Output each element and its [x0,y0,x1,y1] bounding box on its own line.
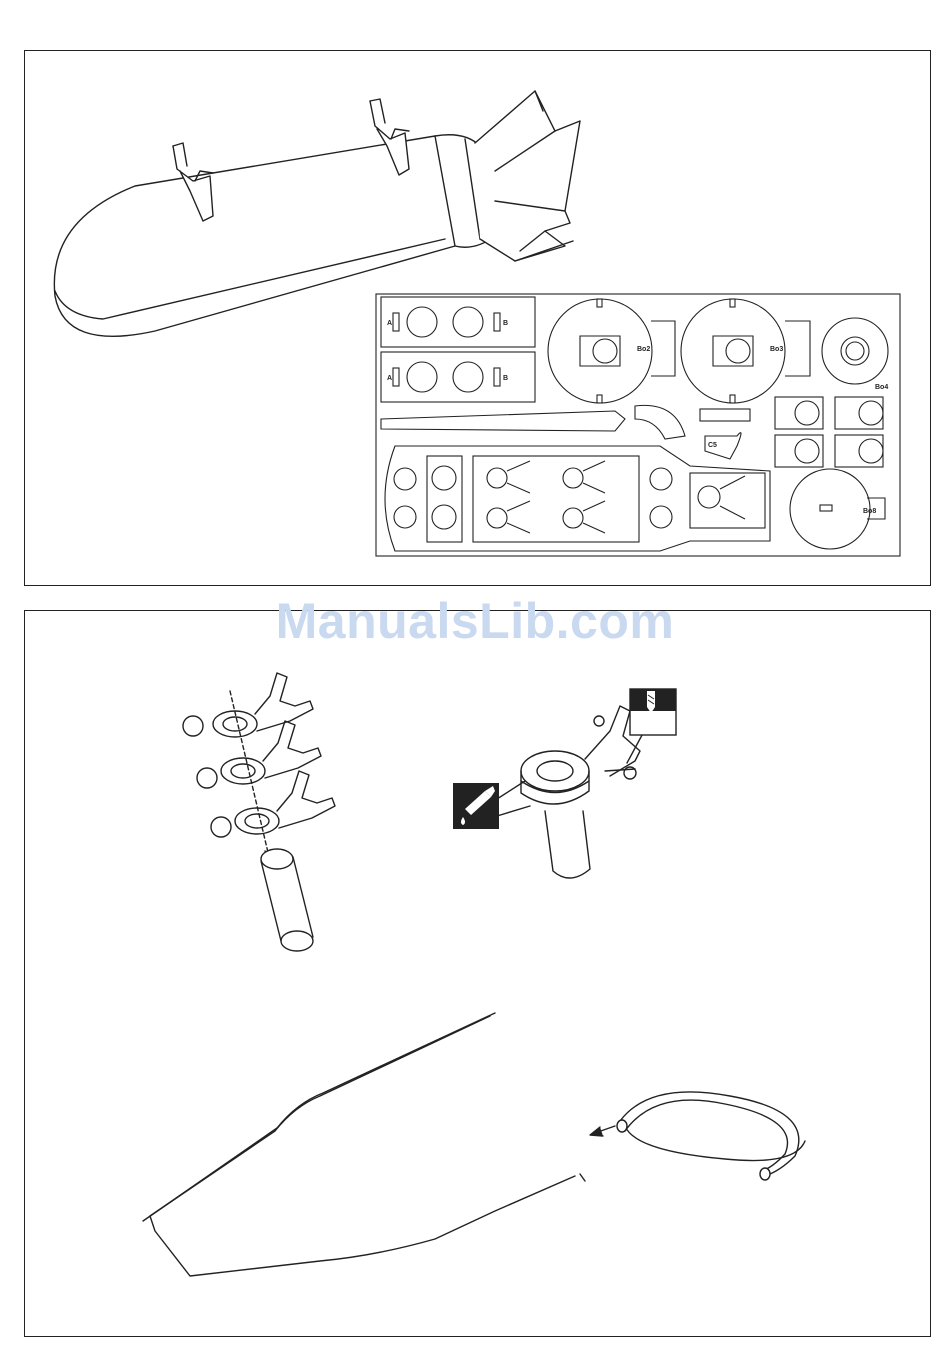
rod-part [261,849,313,951]
drill-icon [630,689,676,735]
tube-part [617,1092,805,1180]
wire-part [143,1013,585,1276]
top-panel: A B A B Bo2 Bo3 Bo4 C5 Bo8 [24,50,931,586]
bomb-assembly-drawing: A B A B Bo2 Bo3 Bo4 C5 Bo8 [25,51,932,587]
fret-label-c5: C5 [708,442,717,449]
bomb-fins [475,91,580,261]
photo-etch-fret [376,294,900,556]
fret-label-a1: A [387,320,392,327]
fret-label-bo3: Bo3 [770,346,783,353]
bottom-panel [24,610,931,1337]
clip-and-wire-drawing [25,611,932,1338]
fret-label-b2: B [503,375,508,382]
step-marker-1 [183,716,203,736]
step-marker-3 [211,817,231,837]
fret-label-bo2: Bo2 [637,346,650,353]
fret-label-bo4: Bo4 [875,384,888,391]
fret-label-bo8: Bo8 [863,508,876,515]
clamp-part-1 [213,673,313,737]
glue-bottle-icon [453,783,499,829]
assembled-clamp [521,706,640,878]
fret-label-a2: A [387,375,392,382]
step-marker-2 [197,768,217,788]
fret-label-b1: B [503,320,508,327]
